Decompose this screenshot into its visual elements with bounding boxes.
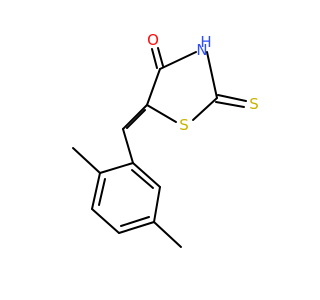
bond-ch-aryl bbox=[122, 128, 134, 164]
ortho-methyl-bond bbox=[72, 147, 101, 174]
bond-c2-s-1 bbox=[217, 94, 247, 102]
bond-c5-ch-2 bbox=[126, 109, 146, 129]
thione-double-bond bbox=[215, 94, 247, 108]
bond-c4-n3 bbox=[159, 51, 197, 70]
exocyclic-double-bond bbox=[122, 104, 148, 130]
oxygen-atom-label: O bbox=[147, 31, 159, 49]
bond-ar-2-3-inner bbox=[98, 178, 106, 206]
bond-c2-s1 bbox=[192, 97, 218, 121]
bond-c2-s-2 bbox=[215, 101, 245, 108]
bond-ar-3-4 bbox=[91, 208, 120, 234]
bond-c4-c5 bbox=[146, 68, 161, 106]
thione-sulfur-atom-label: S bbox=[249, 95, 259, 113]
bond-ar-2-3 bbox=[91, 172, 101, 210]
thiazolidinone-ring bbox=[146, 51, 218, 123]
bond-n3-c2 bbox=[206, 51, 218, 99]
bond-ar-6-1 bbox=[132, 162, 161, 188]
meta-methyl-bond bbox=[153, 221, 182, 248]
bond-ar-1-2 bbox=[99, 162, 134, 174]
molecule-diagram: O N H S S bbox=[72, 31, 259, 248]
bond-c5-ch-1 bbox=[122, 104, 148, 130]
bond-ar-5-6 bbox=[153, 186, 161, 223]
bond-ar-4-5-inner bbox=[120, 216, 150, 227]
bond-c4-o-1 bbox=[151, 48, 158, 69]
bond-c4-o-2 bbox=[157, 47, 164, 67]
carbonyl-double-bond bbox=[151, 47, 164, 69]
bond-ar-6-1-inner bbox=[131, 169, 154, 189]
bond-s1-c5 bbox=[146, 104, 177, 123]
bond-ar-4-5 bbox=[118, 221, 155, 234]
nitrogen-atom-label: N bbox=[196, 41, 207, 59]
ring-sulfur-atom-label: S bbox=[179, 116, 189, 134]
benzene-ring bbox=[91, 162, 161, 234]
nitrogen-hydrogen-label: H bbox=[200, 33, 211, 51]
